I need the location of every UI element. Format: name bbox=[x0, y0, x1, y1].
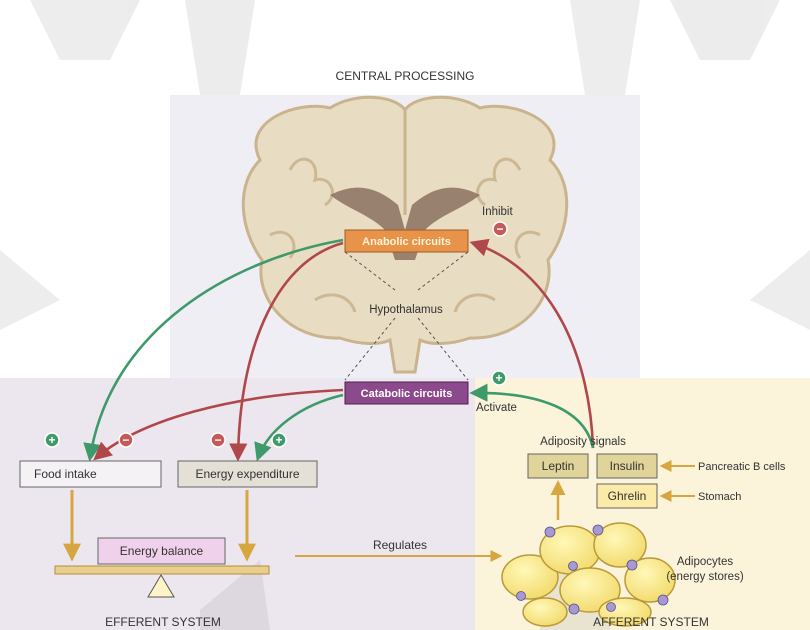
svg-text:−: − bbox=[496, 222, 503, 236]
food-intake-box: Food intake bbox=[20, 461, 161, 487]
anabolic-circuits-label: Anabolic circuits bbox=[362, 236, 451, 248]
catabolic-circuits-label: Catabolic circuits bbox=[361, 388, 453, 400]
energy-expenditure-label: Energy expenditure bbox=[195, 467, 299, 481]
insulin-box: Insulin bbox=[597, 454, 657, 478]
adiposity-signals-label: Adiposity signals bbox=[540, 436, 626, 448]
regulates-label: Regulates bbox=[373, 538, 427, 552]
energy-balance-box: Energy balance bbox=[98, 538, 225, 564]
efferent-system-label: EFFERENT SYSTEM bbox=[105, 615, 221, 629]
leptin-box: Leptin bbox=[528, 454, 588, 478]
anabolic-circuits-box: Anabolic circuits bbox=[345, 230, 468, 252]
adipocytes-sub-label: (energy stores) bbox=[666, 571, 744, 583]
svg-text:+: + bbox=[275, 433, 282, 447]
adipocytes-label: Adipocytes bbox=[677, 556, 734, 568]
hypothalamus-label: Hypothalamus bbox=[369, 304, 443, 316]
svg-text:+: + bbox=[48, 433, 55, 447]
food-intake-plus-sign: + bbox=[45, 433, 59, 447]
pancreatic-label: Pancreatic B cells bbox=[698, 461, 786, 473]
leptin-label: Leptin bbox=[542, 459, 575, 473]
inhibit-sign: − bbox=[493, 222, 507, 236]
food-intake-label: Food intake bbox=[34, 467, 97, 481]
catabolic-circuits-box: Catabolic circuits bbox=[345, 382, 468, 404]
central-processing-title: CENTRAL PROCESSING bbox=[336, 69, 475, 83]
energy-expenditure-minus-sign: − bbox=[211, 433, 225, 447]
balance-beam bbox=[55, 566, 269, 574]
inhibit-label: Inhibit bbox=[482, 206, 513, 218]
svg-text:+: + bbox=[495, 371, 502, 385]
energy-expenditure-plus-sign: + bbox=[272, 433, 286, 447]
ghrelin-label: Ghrelin bbox=[608, 489, 647, 503]
energy-balance-label: Energy balance bbox=[120, 544, 204, 558]
svg-text:−: − bbox=[122, 433, 129, 447]
activate-sign: + bbox=[492, 371, 506, 385]
ghrelin-box: Ghrelin bbox=[597, 484, 657, 508]
svg-text:−: − bbox=[214, 433, 221, 447]
insulin-label: Insulin bbox=[610, 459, 645, 473]
energy-expenditure-box: Energy expenditure bbox=[178, 461, 317, 487]
food-intake-minus-sign: − bbox=[119, 433, 133, 447]
activate-label: Activate bbox=[476, 402, 517, 414]
stomach-label: Stomach bbox=[698, 491, 741, 503]
afferent-system-label: AFFERENT SYSTEM bbox=[593, 615, 709, 629]
